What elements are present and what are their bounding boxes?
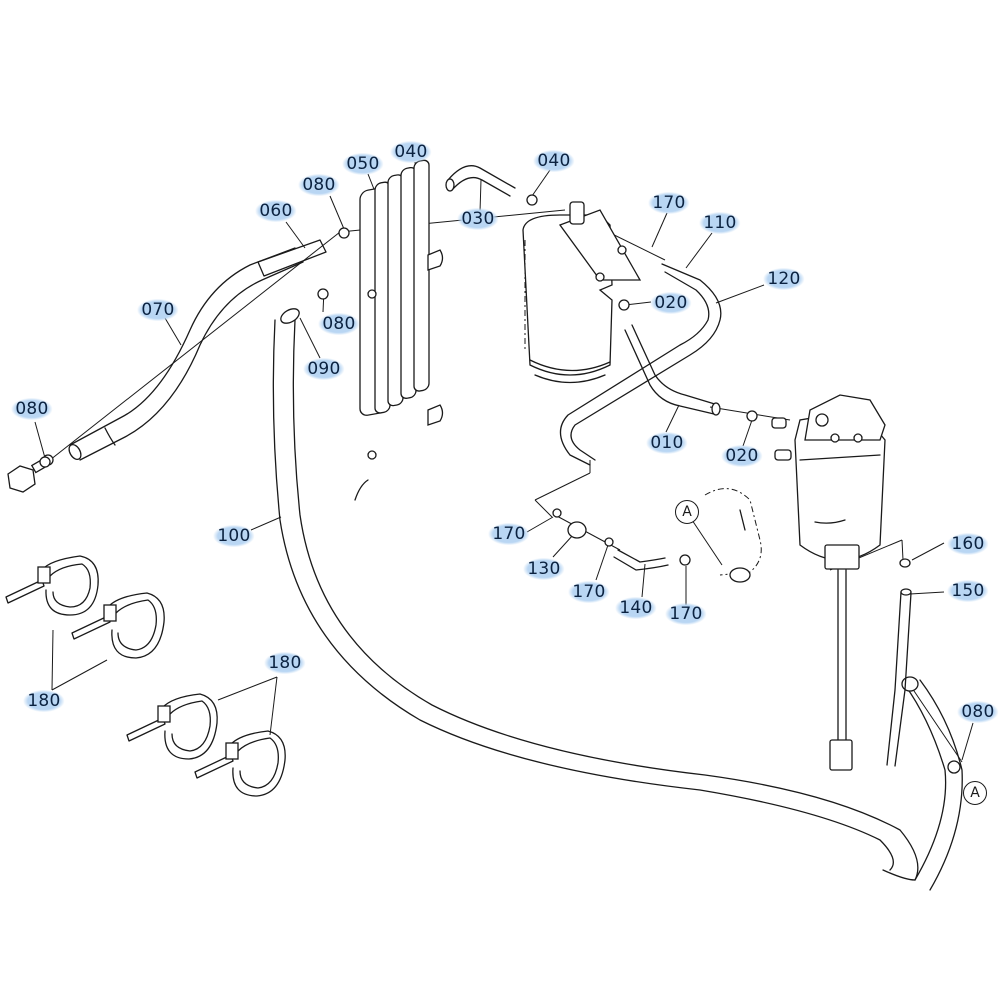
callout-070[interactable]: 070 — [137, 299, 179, 321]
leader-lines — [34, 161, 974, 763]
cable-ties-180 — [5, 555, 286, 797]
callout-170[interactable]: 170 — [488, 523, 530, 545]
valve-assembly — [552, 488, 762, 583]
callout-160[interactable]: 160 — [947, 533, 989, 555]
callout-040[interactable]: 040 — [533, 150, 575, 172]
fuel-hose-060 — [257, 239, 327, 277]
callout-130[interactable]: 130 — [523, 558, 565, 580]
cooler — [354, 159, 444, 501]
callout-170[interactable]: 170 — [665, 603, 707, 625]
reference-marker-a: A — [675, 500, 699, 524]
callout-020[interactable]: 020 — [650, 292, 692, 314]
callout-040[interactable]: 040 — [390, 141, 432, 163]
callout-020[interactable]: 020 — [721, 445, 763, 467]
callout-080[interactable]: 080 — [298, 174, 340, 196]
callout-030[interactable]: 030 — [457, 208, 499, 230]
reference-marker-a: A — [963, 781, 987, 805]
fuel-hose-010 — [624, 324, 721, 416]
fuel-pipe-120 — [559, 263, 722, 466]
callout-120[interactable]: 120 — [763, 268, 805, 290]
callout-080[interactable]: 080 — [11, 398, 53, 420]
fuel-pipe-100 — [272, 308, 963, 891]
fuel-pipe-070 — [68, 247, 304, 461]
fuel-filter-2 — [771, 394, 886, 771]
fuel-filter-1 — [522, 201, 642, 384]
callout-180[interactable]: 180 — [264, 652, 306, 674]
callout-170[interactable]: 170 — [648, 192, 690, 214]
callout-050[interactable]: 050 — [342, 153, 384, 175]
callout-090[interactable]: 090 — [303, 358, 345, 380]
callout-010[interactable]: 010 — [646, 432, 688, 454]
cable-tie — [126, 693, 218, 760]
callout-100[interactable]: 100 — [213, 525, 255, 547]
callout-080[interactable]: 080 — [318, 313, 360, 335]
callout-170[interactable]: 170 — [568, 581, 610, 603]
callout-180[interactable]: 180 — [23, 690, 65, 712]
callout-150[interactable]: 150 — [947, 580, 989, 602]
cable-tie — [5, 555, 99, 616]
callout-140[interactable]: 140 — [615, 597, 657, 619]
drain-tube-150 — [886, 558, 912, 767]
callout-110[interactable]: 110 — [699, 212, 741, 234]
fuel-pipe-030 — [445, 165, 516, 197]
cable-tie — [194, 730, 286, 797]
callout-060[interactable]: 060 — [255, 200, 297, 222]
cable-tie — [71, 592, 165, 659]
callout-080[interactable]: 080 — [957, 701, 999, 723]
